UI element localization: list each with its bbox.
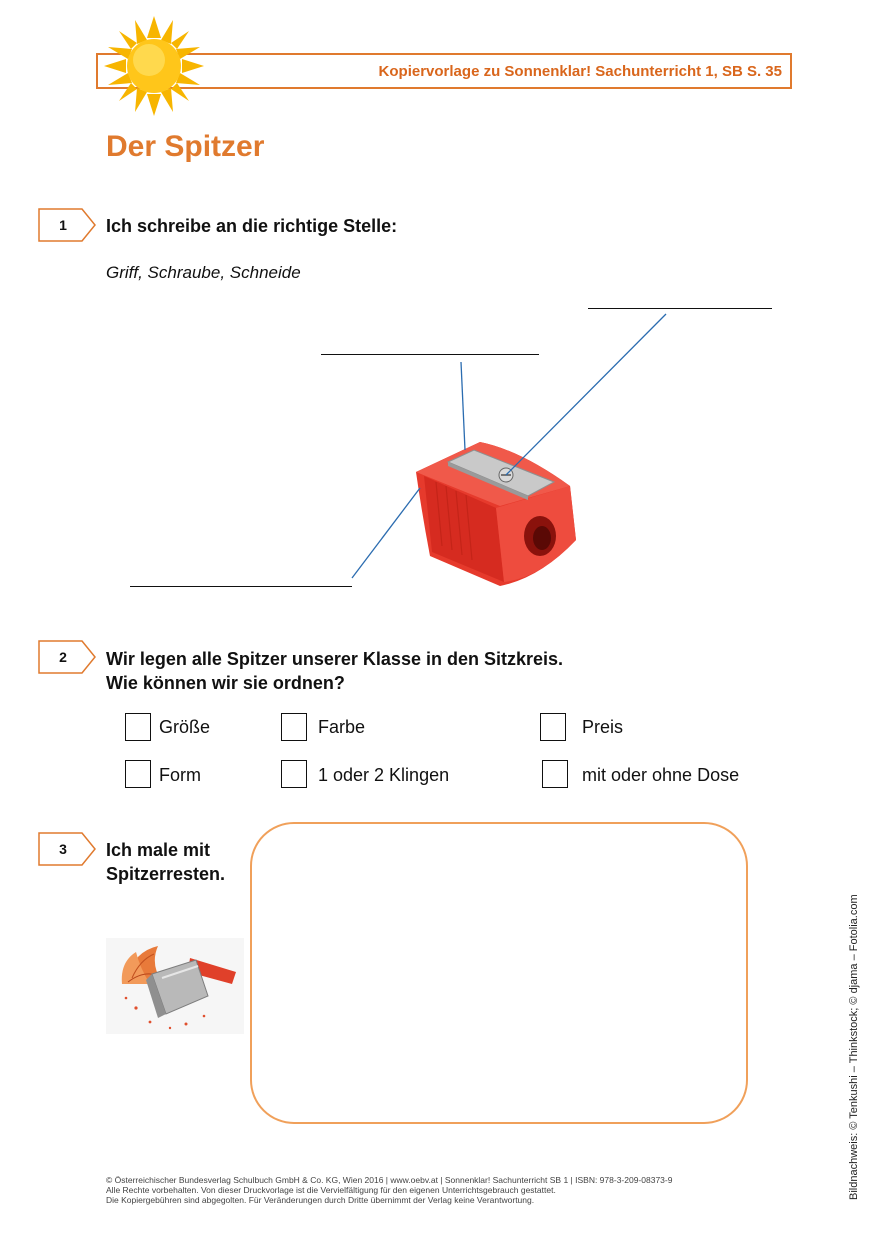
header-title: Kopiervorlage zu Sonnenklar! Sachunterri… [378,63,782,80]
checkbox-shape[interactable] [125,760,151,788]
task-number: 1 [59,217,67,233]
shavings-illustration [106,938,244,1034]
task-number: 2 [59,649,67,665]
checkbox-case[interactable] [542,760,568,788]
option-label: Größe [159,717,211,737]
pencil-shavings-icon [121,946,165,984]
leader-lines [351,313,667,579]
task2-instruction-line1: Wir legen alle Spitzer unserer Klasse in… [106,649,564,669]
task2-instruction-line2: Wie können wir sie ordnen? [106,673,345,693]
word-list: Griff, Schraube, Schneide [106,263,301,282]
option-label: 1 oder 2 Klingen [318,765,450,785]
page-title: Der Spitzer [106,130,265,163]
answer-line-middle[interactable] [321,354,539,355]
footer-rights: Alle Rechte vorbehalten. Von dieser Druc… [106,1185,556,1195]
sun-icon [104,16,204,116]
option-label: mit oder ohne Dose [582,765,740,785]
task-number-badge: 2 [38,640,96,674]
task-number-badge: 1 [38,208,96,242]
drawing-area[interactable] [250,822,748,1124]
arrow-tag-icon [38,640,96,674]
footer-disclaimer: Die Kopiergebühren sind abgegolten. Für … [106,1195,535,1205]
task1-instruction: Ich schreibe an die richtige Stelle: [106,216,398,236]
task-number: 3 [59,841,67,857]
checkbox-price[interactable] [540,713,566,741]
header-frame [96,53,792,89]
answer-line-right[interactable] [588,308,772,309]
answer-line-left[interactable] [130,586,352,587]
image-credit: Bildnachweis: © Tenkushi – Thinkstock; ©… [848,894,860,1200]
task3-instruction-line2: Spitzerresten. [106,864,226,884]
checkbox-size[interactable] [125,713,151,741]
footer: © Österreichischer Bundesverlag Schulbuc… [106,1175,806,1205]
arrow-tag-icon [38,208,96,242]
option-label: Form [159,765,201,785]
task3-instruction-line1: Ich male mit [106,840,211,860]
task-number-badge: 3 [38,832,96,866]
arrow-tag-icon [38,832,96,866]
option-label: Preis [582,717,624,737]
sharpener-illustration [351,313,667,586]
option-label: Farbe [318,717,366,737]
pencil-icon [188,958,236,984]
checkbox-blades[interactable] [281,760,307,788]
checkbox-color[interactable] [281,713,307,741]
metal-sharpener-icon [146,959,209,1018]
footer-copyright: © Österreichischer Bundesverlag Schulbuc… [106,1175,673,1185]
